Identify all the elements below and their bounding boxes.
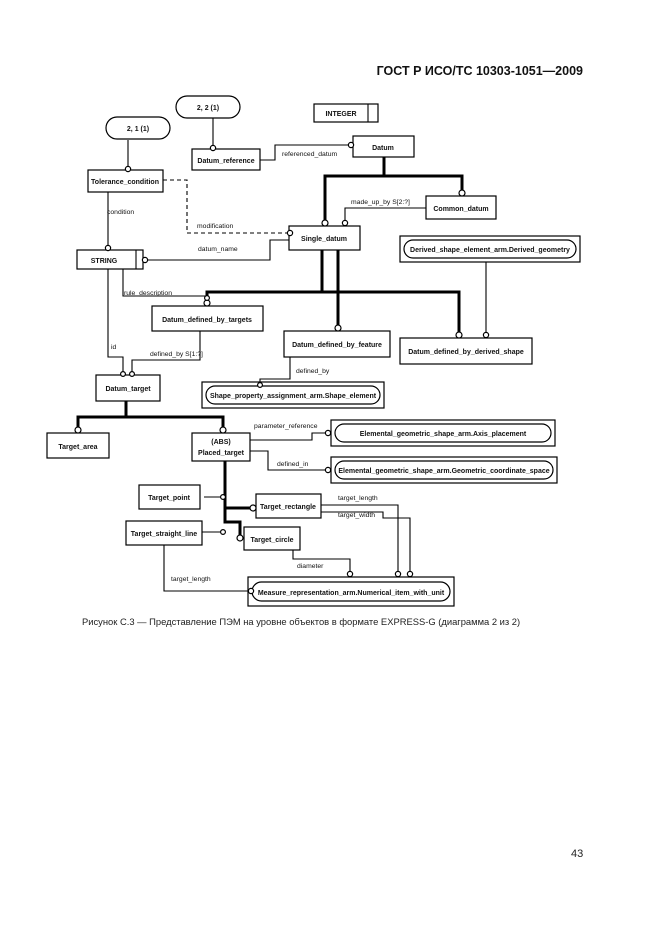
id-link: [107, 269, 124, 374]
box-target-circle: Target_circle: [243, 526, 301, 551]
svg-text:STRING: STRING: [91, 258, 118, 265]
parameter-reference-link: [250, 432, 325, 441]
box-numerical-item: Measure_representation_arm.Numerical_ite…: [247, 576, 455, 607]
modification-link: [163, 179, 290, 234]
box-datum-defined-by-targets: Datum_defined_by_targets: [151, 305, 264, 332]
datum-target-subtype-2: [126, 415, 225, 432]
label-condition: condition: [107, 209, 134, 216]
label-referenced-datum: referenced_datum: [282, 151, 338, 158]
box-datum-defined-by-feature: Datum_defined_by_feature: [283, 330, 391, 358]
datum-subtype-line-1: [323, 157, 386, 220]
label-diameter: diameter: [297, 563, 324, 570]
box-common-datum: Common_datum: [425, 195, 497, 220]
page-ref-22: 2, 2 (1): [175, 95, 241, 119]
line-labels: referenced_datum made_up_by S[2:?] condi…: [107, 151, 410, 583]
svg-text:Common_datum: Common_datum: [433, 206, 488, 213]
label-parameter-reference: parameter_reference: [254, 423, 318, 430]
figure-caption: Рисунок С.3 — Представление ПЭМ на уровн…: [82, 616, 521, 627]
box-target-area: Target_area: [46, 432, 110, 459]
label-target-length-2: target_length: [171, 576, 211, 583]
label-datum-name: datum_name: [198, 246, 238, 253]
label-modification: modification: [197, 223, 233, 230]
svg-text:Target_rectangle: Target_rectangle: [260, 504, 316, 511]
box-datum-defined-by-derived-shape: Datum_defined_by_derived_shape: [399, 337, 533, 365]
box-string: STRING: [76, 249, 144, 270]
rule-description-link: [122, 269, 207, 297]
label-rule-description: rule_description: [124, 290, 172, 297]
box-integer: INTEGER: [313, 103, 379, 123]
box-single-datum: Single_datum: [288, 225, 361, 251]
svg-text:INTEGER: INTEGER: [325, 111, 356, 118]
svg-text:Placed_target: Placed_target: [198, 450, 245, 457]
box-tolerance-condition: Tolerance_condition: [87, 169, 164, 193]
placed-target-subtype-1: [223, 461, 252, 510]
svg-text:Datum_target: Datum_target: [105, 386, 151, 393]
box-target-rectangle: Target_rectangle: [255, 493, 322, 519]
datum-subtype-line-2: [384, 174, 464, 190]
label-id: id: [111, 344, 117, 351]
datum-target-subtype-1: [76, 401, 128, 432]
label-defined-in: defined_in: [277, 461, 309, 468]
svg-text:Datum_reference: Datum_reference: [197, 158, 254, 165]
svg-text:(ABS): (ABS): [211, 439, 230, 446]
label-target-width: target_width: [338, 512, 375, 519]
made-up-by-link: [344, 207, 426, 220]
target-length-link: [321, 504, 399, 572]
relationship-end-circles: [74, 141, 490, 595]
svg-text:Datum_defined_by_targets: Datum_defined_by_targets: [162, 317, 252, 324]
svg-text:Measure_representation_arm.Num: Measure_representation_arm.Numerical_ite…: [258, 590, 445, 597]
single-datum-subtype-2: [322, 290, 461, 334]
svg-text:Single_datum: Single_datum: [301, 236, 347, 243]
page-number: 43: [571, 848, 584, 860]
defined-in-link: [250, 450, 325, 471]
svg-text:Tolerance_condition: Tolerance_condition: [91, 179, 159, 186]
box-coordinate-space: Elemental_geometric_shape_arm.Geometric_…: [330, 456, 558, 484]
svg-text:Shape_property_assignment_arm.: Shape_property_assignment_arm.Shape_elem…: [210, 393, 377, 400]
svg-text:Elemental_geometric_shape_arm.: Elemental_geometric_shape_arm.Geometric_…: [338, 468, 549, 475]
placed-target-subtype-2: [223, 508, 242, 537]
datum-name-link: [143, 239, 289, 261]
box-derived-shape-element: Derived_shape_element_arm.Derived_geomet…: [399, 235, 581, 263]
svg-text:Derived_shape_element_arm.Deri: Derived_shape_element_arm.Derived_geomet…: [410, 247, 570, 254]
label-defined-by-s: defined_by S[1:?]: [150, 351, 203, 358]
document-header: ГОСТ Р ИСО/ТС 10303-1051—2009: [376, 64, 583, 78]
svg-text:Elemental_geometric_shape_arm.: Elemental_geometric_shape_arm.Axis_place…: [360, 431, 527, 438]
label-made-up-by: made_up_by S[2:?]: [351, 199, 410, 206]
box-datum: Datum: [352, 135, 415, 158]
svg-text:Target_area: Target_area: [58, 444, 97, 451]
svg-text:Target_circle: Target_circle: [250, 537, 293, 544]
svg-text:2, 1 (1): 2, 1 (1): [127, 126, 149, 133]
svg-text:Target_straight_line: Target_straight_line: [131, 531, 197, 538]
page-ref-21: 2, 1 (1): [105, 116, 171, 140]
referenced-datum-link: [260, 144, 349, 161]
box-datum-target: Datum_target: [95, 374, 161, 402]
svg-text:Target_point: Target_point: [148, 495, 191, 502]
box-datum-reference: Datum_reference: [191, 148, 261, 171]
box-target-straight-line: Target_straight_line: [125, 520, 203, 546]
defined-by-s-link: [131, 331, 201, 374]
svg-text:Datum_defined_by_feature: Datum_defined_by_feature: [292, 342, 382, 349]
label-defined-by: defined_by: [296, 368, 330, 375]
box-shape-element: Shape_property_assignment_arm.Shape_elem…: [201, 381, 385, 409]
label-target-length: target_length: [338, 495, 378, 502]
target-length-2-link: [163, 545, 250, 592]
svg-text:Datum_defined_by_derived_shape: Datum_defined_by_derived_shape: [408, 349, 524, 356]
svg-text:2, 2 (1): 2, 2 (1): [197, 105, 219, 112]
single-datum-subtype-1: [205, 250, 324, 302]
box-placed-target: (ABS) Placed_target: [191, 432, 251, 462]
target-width-link: [321, 511, 411, 572]
svg-text:Datum: Datum: [372, 145, 394, 152]
box-target-point: Target_point: [138, 484, 201, 510]
box-axis-placement: Elemental_geometric_shape_arm.Axis_place…: [330, 419, 556, 447]
